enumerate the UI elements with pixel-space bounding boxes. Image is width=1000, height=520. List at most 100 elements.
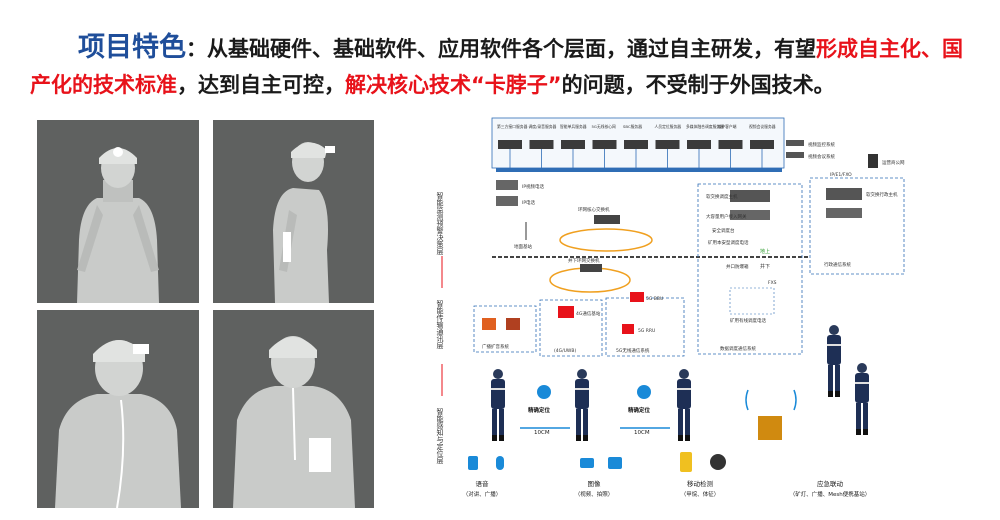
server-3: 5G无线核心网 bbox=[592, 124, 617, 168]
caption-sub: （甲烷、体征） bbox=[681, 490, 720, 498]
distance-label-1: 10CM bbox=[534, 430, 550, 436]
caption-0: 语音 （对讲、广播） bbox=[463, 479, 502, 498]
positioning-2: 精确定位 10CM bbox=[620, 385, 670, 436]
feature-heading: 项目特色：从基础硬件、基础软件、应用软件各个层面，通过自主研发，有望形成自主化、… bbox=[30, 30, 970, 103]
ip-phone-device bbox=[496, 196, 518, 206]
positioning-label-2: 精确定位 bbox=[628, 406, 651, 414]
server-device bbox=[655, 140, 680, 149]
server-device bbox=[561, 140, 585, 149]
positioning-1: 精确定位 10CM bbox=[520, 385, 570, 436]
5g-bbu-label: 5G BBU bbox=[646, 296, 663, 302]
server-label: SBC服务器 bbox=[623, 124, 642, 129]
workers-row bbox=[491, 325, 869, 441]
caption-name: 语音 bbox=[476, 479, 490, 488]
server-8: 视频会议服务器 bbox=[749, 124, 776, 168]
video-conference-device bbox=[786, 152, 804, 158]
microphone-icon bbox=[496, 456, 504, 470]
caption-sub: （矿灯、广播、Mesh便携基站） bbox=[790, 490, 870, 498]
worker-closeup-image bbox=[55, 340, 181, 508]
worker-side-image bbox=[273, 142, 335, 303]
underground-switch-device bbox=[580, 264, 602, 272]
server-label: 智能单兵服务器 bbox=[560, 124, 587, 129]
server-label: 调度/录音服务器 bbox=[529, 124, 557, 129]
broadcast-device-2 bbox=[506, 318, 520, 330]
admin-gateway-device bbox=[826, 208, 862, 218]
caption-name: 应急联动 bbox=[817, 479, 844, 488]
smart-watch-icon bbox=[710, 454, 726, 470]
heading-colon: ： bbox=[186, 37, 207, 61]
5g-rru-label: 5G RRU bbox=[638, 328, 655, 334]
bottom-captions: 语音（对讲、广播）图像（视频、拍照）移动检测（甲烷、体征）应急联动（矿灯、广播、… bbox=[463, 479, 871, 498]
system-architecture-diagram: 智能监测预警决策层 智能传输通讯层 智能感知与定位层 第三方接口服务器调度/录音… bbox=[436, 117, 905, 498]
server-1: 调度/录音服务器 bbox=[529, 124, 557, 168]
ip-e1-fxo-label: IP/E1/FXO bbox=[830, 172, 852, 178]
server-0: 第三方接口服务器 bbox=[497, 124, 528, 168]
broadcast-device-1 bbox=[482, 318, 496, 330]
core-switch-device bbox=[594, 215, 620, 224]
heading-part-3: 的问题，不受制于外国技术。 bbox=[561, 73, 835, 97]
softswitch-host-device bbox=[730, 190, 770, 202]
surface-label: 地上 bbox=[760, 248, 770, 255]
server-device bbox=[718, 140, 743, 149]
4g-system-box bbox=[539, 299, 603, 357]
server-2: 智能单兵服务器 bbox=[560, 124, 587, 168]
softswitch-host-label: 软交换调度主机 bbox=[706, 193, 738, 200]
intrinsic-phone-label: 矿用本安型调度电话 bbox=[708, 239, 749, 246]
layer-label-decision: 智能监测预警决策层 bbox=[436, 191, 444, 256]
broadcast-system-box bbox=[473, 305, 537, 353]
photo-camera-icon bbox=[608, 457, 622, 469]
walkie-talkie-icon bbox=[468, 456, 478, 470]
video-camera-icon bbox=[580, 458, 594, 468]
server-device bbox=[529, 140, 554, 149]
heading-part-1: 从基础硬件、基础软件、应用软件各个层面，通过自主研发，有望 bbox=[207, 37, 816, 61]
heading-highlight-1: 形成自主化、国产化的技术标准 bbox=[30, 37, 963, 97]
video-surveillance-label: 视频监控系统 bbox=[808, 141, 835, 148]
server-label: 维护客户端 bbox=[718, 124, 737, 129]
server-7: 维护客户端 bbox=[718, 124, 743, 168]
server-device bbox=[687, 140, 711, 149]
layer-label-sensing: 智能感知与定位层 bbox=[436, 407, 444, 465]
miner-figure-2 bbox=[677, 369, 691, 441]
wired-phone-label: 矿用有线调度电话 bbox=[730, 317, 766, 324]
location-pin-icon-2 bbox=[637, 385, 651, 399]
video-conference-label: 视频会议系统 bbox=[808, 153, 835, 160]
gas-detector-icon bbox=[680, 452, 692, 472]
layer-label-transmission: 智能传输通讯层 bbox=[436, 299, 444, 350]
photo-back-view bbox=[213, 310, 374, 508]
server-5: 人员定位服务器 bbox=[655, 124, 681, 168]
location-pin-icon-1 bbox=[537, 385, 551, 399]
server-label: 视频会议服务器 bbox=[749, 124, 776, 129]
miner-figure-3 bbox=[827, 325, 841, 397]
miner-figure-4 bbox=[855, 363, 869, 435]
server-device bbox=[592, 140, 617, 149]
5g-system-label: 5G无线通信系统 bbox=[616, 347, 650, 354]
dispatch-system-box bbox=[697, 183, 803, 355]
server-label: 多媒体融合调度服务器 bbox=[686, 124, 724, 129]
underground-label: 井下 bbox=[760, 263, 770, 270]
ring-core-label: 环网核心交换机 bbox=[578, 206, 610, 213]
5g-rru-device bbox=[622, 324, 634, 334]
server-device bbox=[498, 140, 522, 149]
worker-back-image bbox=[233, 336, 355, 508]
gateway-label: 大容量用户接入网关 bbox=[706, 213, 747, 220]
public-network-label: 运营商公网 bbox=[882, 159, 905, 166]
underground-switch-label: 井下环网交换机 bbox=[568, 257, 600, 264]
server-6: 多媒体融合调度服务器 bbox=[686, 124, 724, 168]
5g-system-box bbox=[605, 297, 685, 357]
data-dispatch-label: 数据调度通信系统 bbox=[720, 345, 756, 352]
admin-host-device bbox=[826, 188, 862, 200]
caption-sub: （对讲、广播） bbox=[463, 490, 502, 498]
server-label: 第三方接口服务器 bbox=[497, 124, 528, 129]
caption-1: 图像（视频、拍照） bbox=[575, 479, 614, 498]
ip-video-phone-device bbox=[496, 180, 518, 190]
signal-wave-icon-1 bbox=[745, 389, 749, 411]
worker-front-image bbox=[77, 147, 159, 303]
positioning-label-1: 精确定位 bbox=[528, 406, 551, 414]
dispatch-console-label: 安全调度台 bbox=[712, 227, 735, 234]
wellhead-box-label: 井口防爆箱 bbox=[726, 263, 749, 270]
ground-base-station-label: 地面基站 bbox=[514, 243, 532, 250]
ip-video-phone-label: IP视频电话 bbox=[522, 183, 545, 190]
server-device bbox=[624, 140, 648, 149]
caption-sub: （视频、拍照） bbox=[575, 490, 614, 498]
photo-side-view bbox=[213, 120, 374, 303]
